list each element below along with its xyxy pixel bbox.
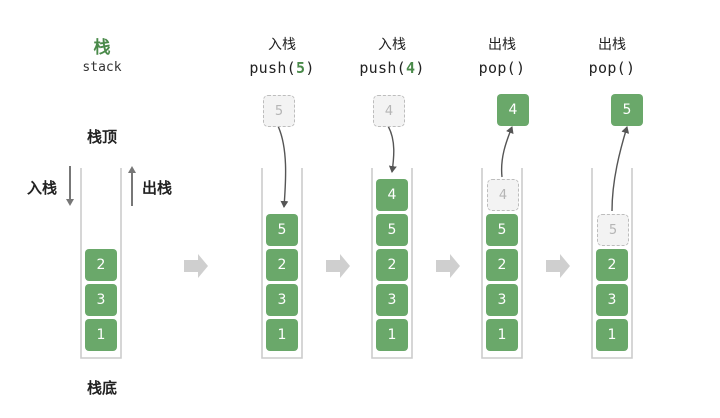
stack-4-item: 2 (486, 249, 518, 281)
push-5-motion-arrow (277, 125, 289, 208)
stack-5-item: 1 (596, 319, 628, 351)
diagram-title: 栈 (93, 38, 111, 58)
pop-label: 出栈 (142, 179, 173, 197)
stack-container-3 (371, 168, 413, 359)
step-2-op-arg: 5 (295, 59, 306, 77)
push-direction-arrow (66, 166, 74, 206)
transition-arrow-4 (546, 254, 570, 278)
stack-3-item: 4 (376, 179, 408, 211)
transition-arrow-1 (184, 254, 208, 278)
stack-1-item: 2 (85, 249, 117, 281)
step-3-op-label: 入栈 (378, 37, 406, 53)
stack-5-item: 3 (596, 284, 628, 316)
step-2-op-code: push(5) (249, 59, 315, 77)
stack-3-item: 1 (376, 319, 408, 351)
step-4-removed-ghost: 4 (487, 179, 519, 211)
stack-4-item: 1 (486, 319, 518, 351)
pop-5-motion-arrow (611, 126, 630, 212)
stack-container-4 (481, 168, 523, 359)
stack-container-2 (261, 168, 303, 359)
step-2-op-label: 入栈 (268, 37, 296, 53)
stack-top-label: 栈顶 (86, 128, 117, 146)
stack-2-item: 2 (266, 249, 298, 281)
step-4-op-label: 出栈 (488, 37, 516, 53)
stack-3-item: 3 (376, 284, 408, 316)
step-3-op-arg: 4 (405, 59, 416, 77)
transition-arrow-2 (326, 254, 350, 278)
stack-bottom-label: 栈底 (86, 379, 117, 397)
pop-4-motion-arrow (500, 126, 514, 178)
stack-container-1 (80, 168, 122, 359)
step-3-op-code: push(4) (359, 59, 425, 77)
step-5-popped-item: 5 (611, 94, 643, 126)
step-4-popped-item: 4 (497, 94, 529, 126)
step-3-incoming-ghost: 4 (373, 95, 405, 127)
stack-2-item: 1 (266, 319, 298, 351)
step-5-op-code: pop() (588, 59, 636, 77)
stack-3-item: 2 (376, 249, 408, 281)
stack-container-5 (591, 168, 633, 359)
push-4-motion-arrow (387, 125, 397, 173)
stack-3-item: 5 (376, 214, 408, 246)
stack-2-item: 3 (266, 284, 298, 316)
stack-5-item: 2 (596, 249, 628, 281)
stack-1-item: 1 (85, 319, 117, 351)
stack-4-item: 5 (486, 214, 518, 246)
stack-2-item: 5 (266, 214, 298, 246)
pop-direction-arrow (128, 166, 136, 206)
diagram-subtitle: stack (82, 60, 122, 75)
push-label: 入栈 (27, 179, 58, 197)
step-5-op-label: 出栈 (598, 37, 626, 53)
step-4-op-code: pop() (478, 59, 526, 77)
stack-4-item: 3 (486, 284, 518, 316)
step-2-incoming-ghost: 5 (263, 95, 295, 127)
transition-arrow-3 (436, 254, 460, 278)
stack-1-item: 3 (85, 284, 117, 316)
step-5-removed-ghost: 5 (597, 214, 629, 246)
